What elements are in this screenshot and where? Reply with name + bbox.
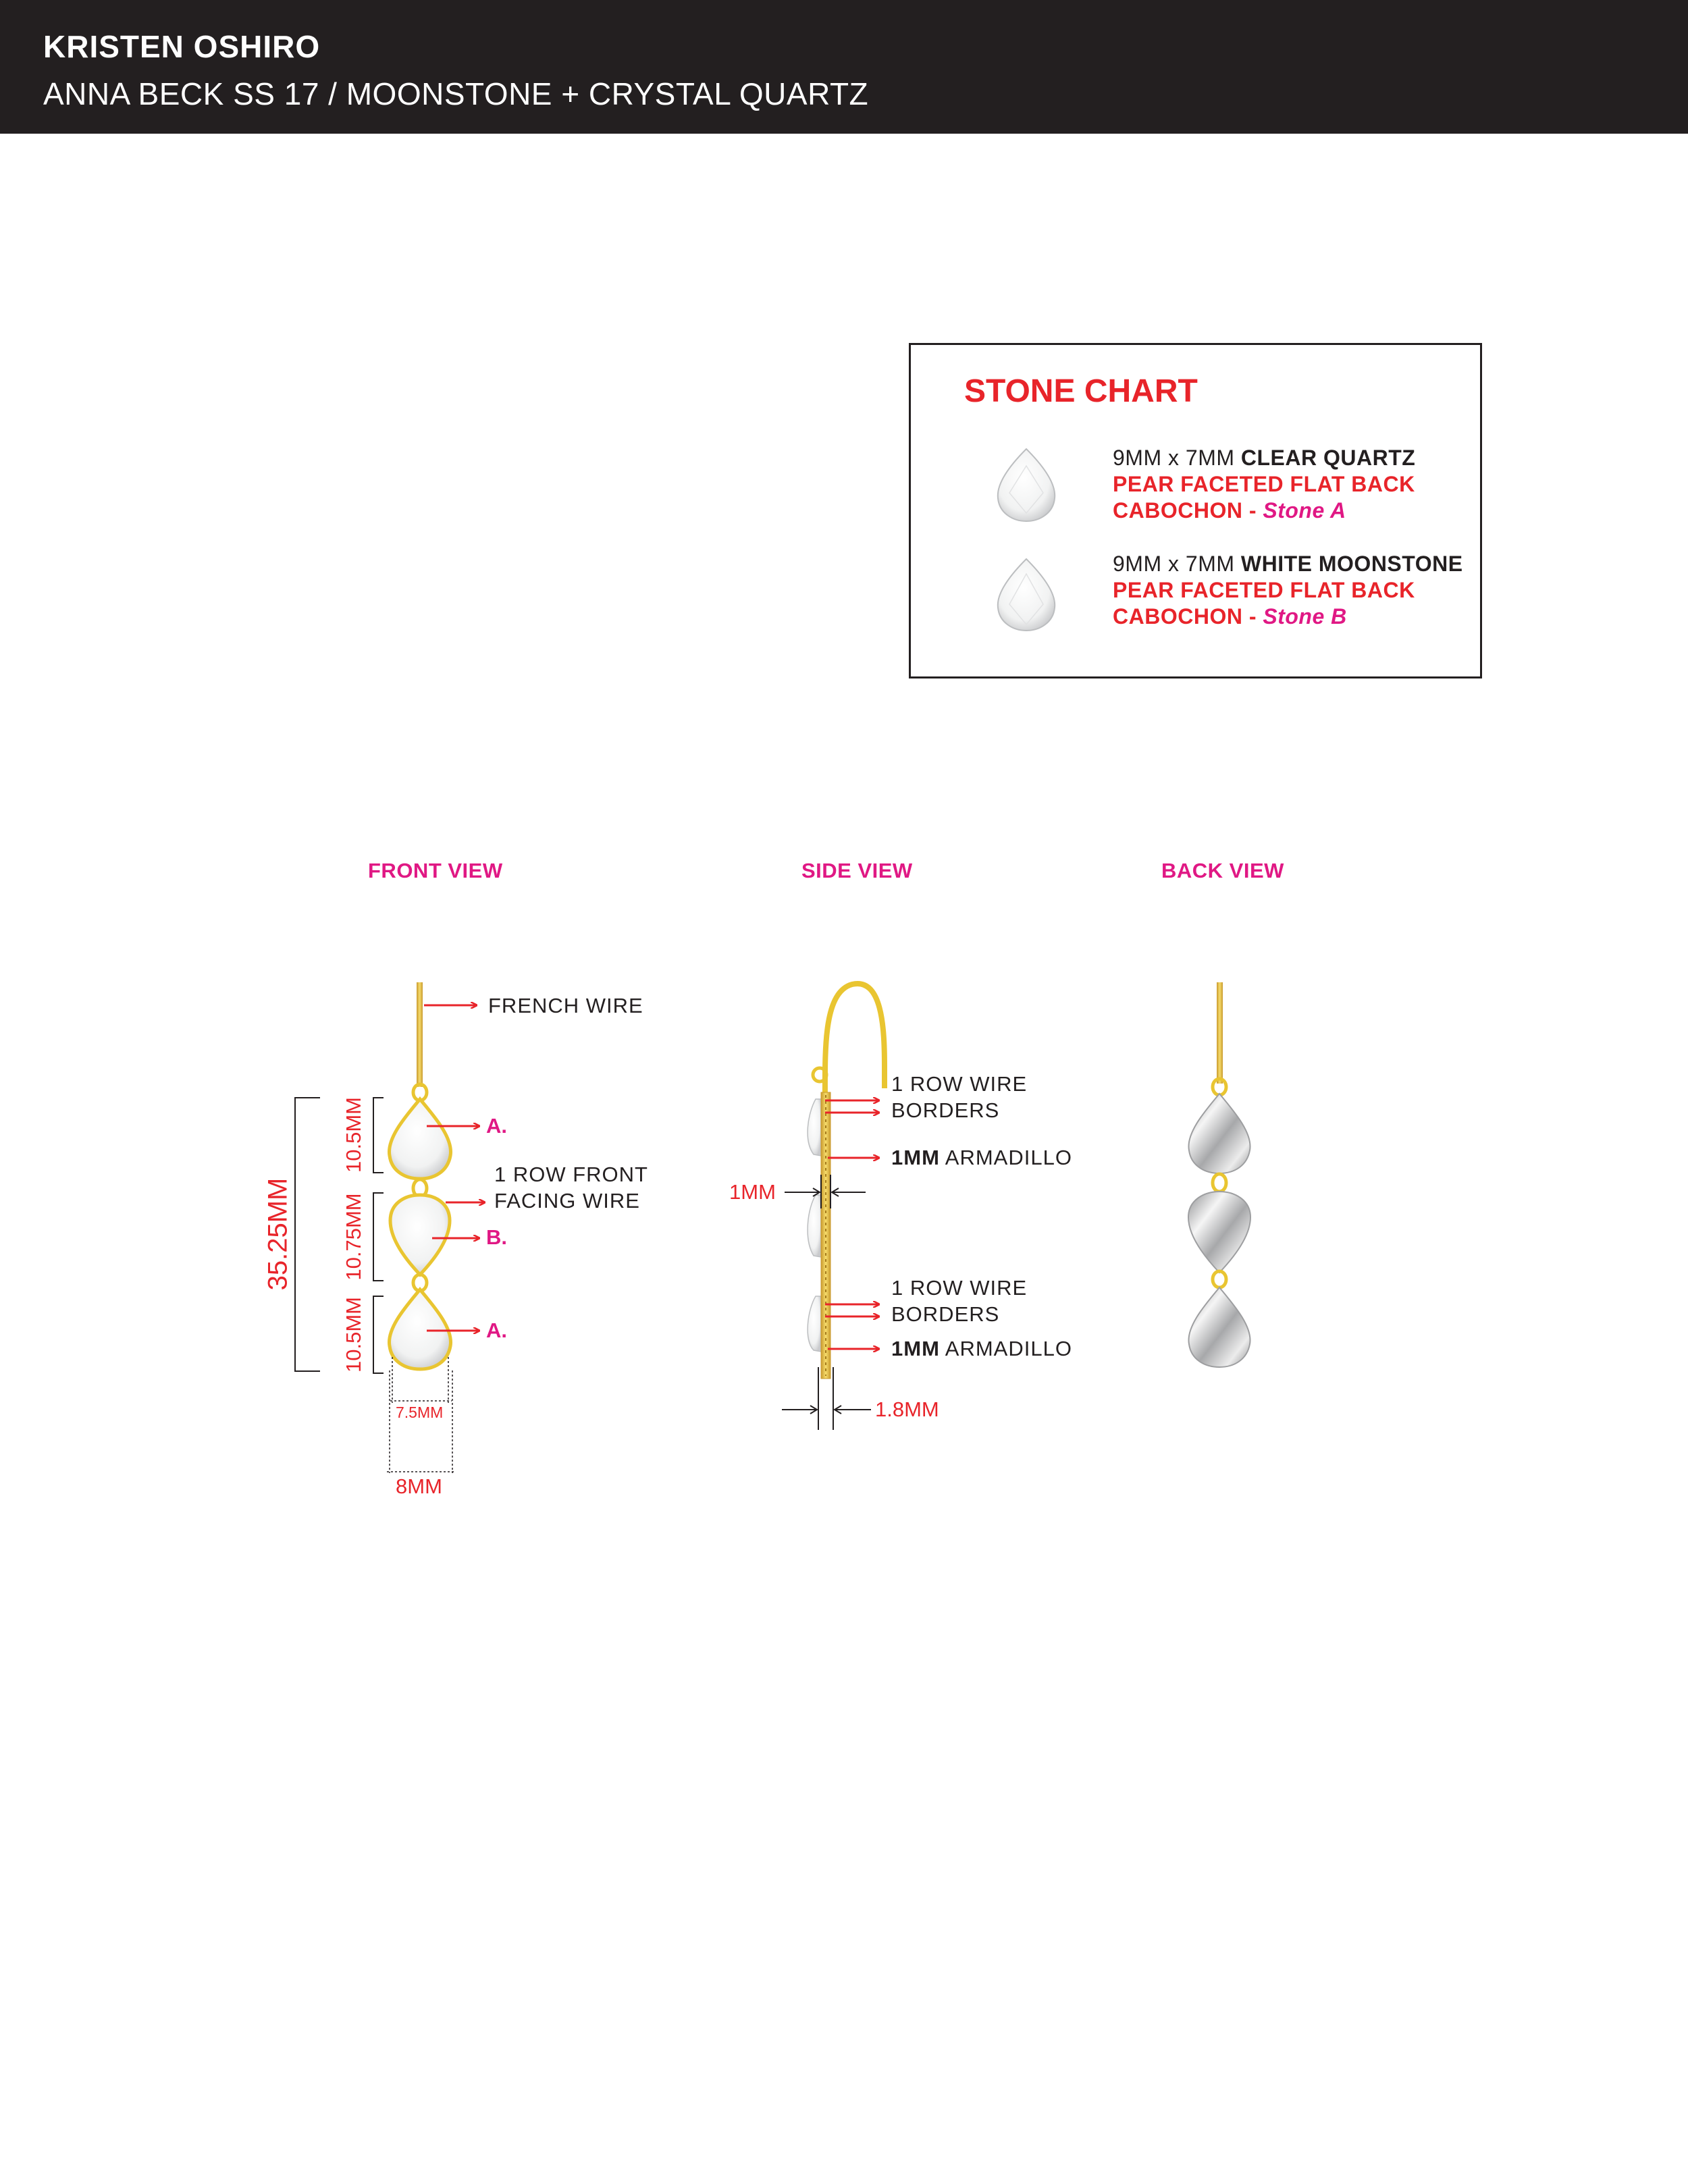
side-callout-armadillo1: 1MM ARMADILLO — [891, 1144, 1072, 1171]
front-width-guides — [387, 1357, 454, 1473]
side-dim-depth: 1.8MM — [875, 1397, 939, 1421]
stone-b-cut: PEAR FACETED FLAT BACK — [1113, 578, 1415, 602]
front-letter-bottom: A. — [486, 1319, 507, 1342]
front-dim-outer-width: 8MM — [396, 1474, 442, 1498]
front-callout-french-wire: FRENCH WIRE — [488, 994, 643, 1017]
stone-b-cabochon: CABOCHON - — [1113, 604, 1257, 629]
stone-chart-title: STONE CHART — [964, 373, 1198, 409]
side-view-earring — [807, 981, 887, 1379]
stone-a-size-line: 9MM x 7MM CLEAR QUARTZ — [1113, 446, 1415, 471]
stone-b-size: 9MM x 7MM — [1113, 552, 1235, 576]
stone-a-size: 9MM x 7MM — [1113, 446, 1235, 470]
front-dim-middle: 10.75MM — [342, 1193, 365, 1281]
front-french-wire — [417, 982, 423, 1087]
side-callout-borders2-line2: BORDERS — [891, 1302, 1000, 1326]
back-plate-top — [1188, 1092, 1251, 1175]
back-plate-bottom — [1188, 1286, 1251, 1368]
side-armadillo2-size: 1MM — [891, 1337, 940, 1360]
front-callout-arrows — [424, 1005, 485, 1331]
front-callout-wire-line2: FACING WIRE — [494, 1189, 640, 1213]
back-view-label: BACK VIEW — [1161, 859, 1284, 882]
front-dim-top: 10.5MM — [342, 1097, 365, 1173]
stone-a-cut: PEAR FACETED FLAT BACK — [1113, 472, 1415, 496]
stone-b-label: Stone B — [1263, 604, 1347, 629]
side-armadillo2-label: ARMADILLO — [945, 1337, 1072, 1360]
side-armadillo1-size: 1MM — [891, 1146, 940, 1169]
stone-chart-box — [909, 343, 1482, 678]
front-stone-b-middle — [388, 1193, 452, 1277]
side-callout-armadillo2: 1MM ARMADILLO — [891, 1335, 1072, 1362]
front-view-label: FRONT VIEW — [368, 859, 503, 882]
header-bar: KRISTEN OSHIRO ANNA BECK SS 17 / MOONSTO… — [0, 0, 1688, 134]
side-callout-borders1-line2: BORDERS — [891, 1098, 1000, 1122]
stone-b-name: WHITE MOONSTONE — [1240, 552, 1463, 576]
front-dim-bottom: 10.5MM — [342, 1297, 365, 1373]
side-dim-thickness: 1MM — [729, 1180, 776, 1204]
front-callout-wire-line1: 1 ROW FRONT — [494, 1163, 648, 1186]
front-stone-a-top — [388, 1096, 452, 1181]
stone-a-icon — [997, 448, 1056, 523]
back-view-earring — [1187, 982, 1252, 1368]
stone-a-cabochon: CABOCHON - — [1113, 498, 1257, 523]
front-stone-a-bottom — [388, 1287, 452, 1371]
side-view-label: SIDE VIEW — [801, 859, 913, 882]
front-dim-total: 35.25MM — [263, 1177, 293, 1291]
front-letter-middle: B. — [486, 1225, 507, 1249]
side-dimension-lines — [782, 1175, 871, 1430]
stone-b-cut-line2: CABOCHON - Stone B — [1113, 604, 1347, 629]
front-dim-stone-width: 7.5MM — [396, 1404, 444, 1421]
stone-a-cut-line2: CABOCHON - Stone A — [1113, 498, 1346, 523]
side-armadillo1-label: ARMADILLO — [945, 1146, 1072, 1169]
designer-name: KRISTEN OSHIRO — [43, 29, 321, 64]
front-view-earring — [388, 982, 452, 1371]
stone-b-icon — [997, 558, 1056, 632]
side-callout-borders1-line1: 1 ROW WIRE — [891, 1072, 1028, 1096]
stone-a-label: Stone A — [1263, 498, 1346, 523]
front-letter-top: A. — [486, 1114, 507, 1138]
back-plate-middle — [1187, 1190, 1252, 1274]
stone-b-size-line: 9MM x 7MM WHITE MOONSTONE — [1113, 552, 1463, 577]
stone-a-name: CLEAR QUARTZ — [1240, 446, 1416, 470]
side-callout-arrows — [825, 1100, 879, 1349]
side-callout-borders2-line1: 1 ROW WIRE — [891, 1276, 1028, 1300]
front-dimension-brackets — [294, 1097, 384, 1374]
collection-title: ANNA BECK SS 17 / MOONSTONE + CRYSTAL QU… — [43, 76, 869, 111]
side-hook-wire — [822, 981, 887, 1108]
